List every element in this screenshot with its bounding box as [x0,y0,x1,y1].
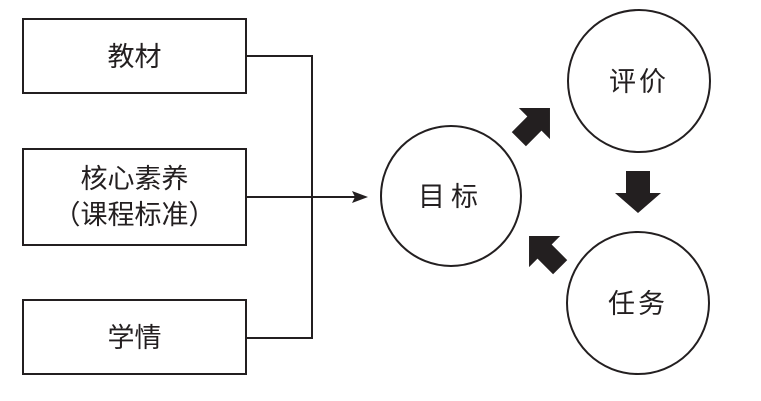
arrow-task-to-goal [529,236,568,275]
arrowhead-to-goal [352,191,368,203]
circle-goal: 目标 [380,125,522,267]
arrow-evaluation-to-task [615,171,661,213]
arrow-goal-to-evaluation [511,108,550,147]
circle-goal-label: 目标 [418,182,484,213]
input-box-core-literacy-label: 核心素养 [81,164,189,195]
input-box-student-situation: 学情 [22,299,247,375]
circle-evaluation-label: 评价 [609,67,669,98]
input-box-student-situation-label: 学情 [108,323,162,354]
input-box-core-literacy-sublabel: （课程标准） [54,200,216,231]
input-box-textbook-label: 教材 [108,42,162,73]
input-box-textbook: 教材 [22,18,247,94]
circle-evaluation: 评价 [567,9,711,153]
circle-task-label: 任务 [608,289,668,320]
circle-task: 任务 [566,231,710,375]
input-box-core-literacy: 核心素养 （课程标准） [22,148,247,246]
